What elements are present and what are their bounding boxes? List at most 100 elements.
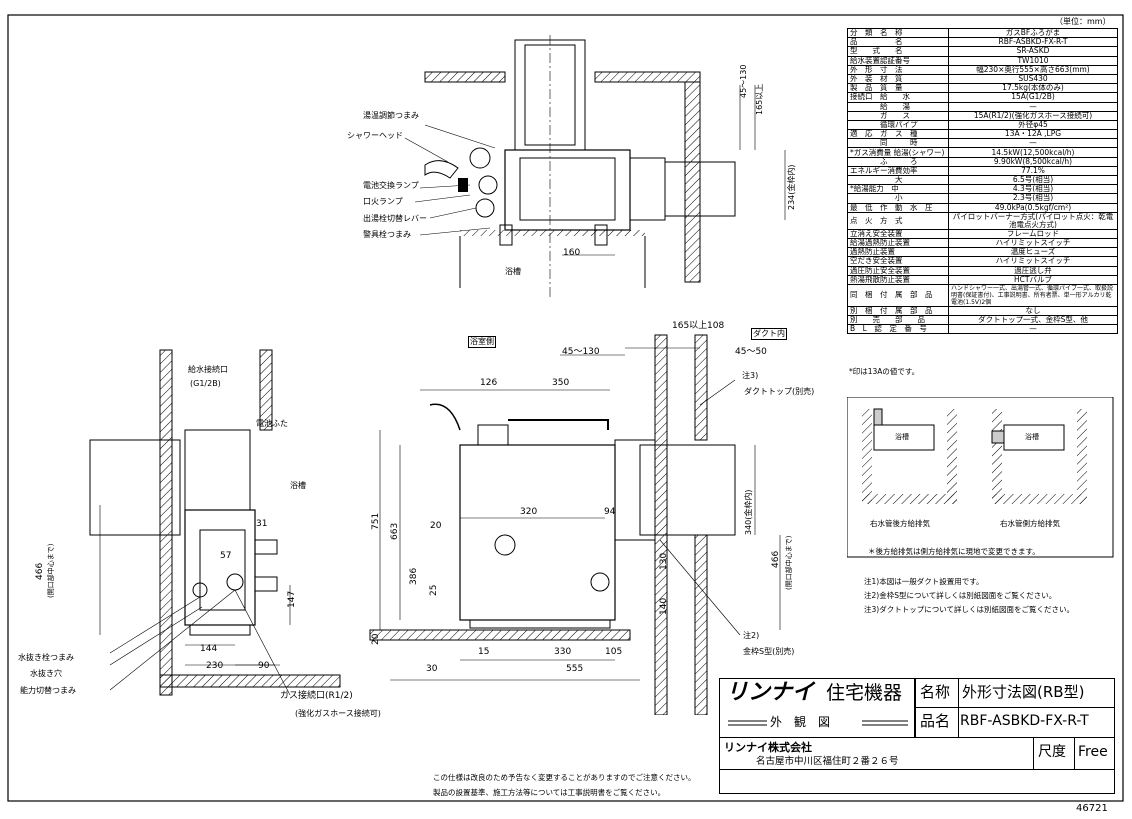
title-name-value: 外形寸法図(RB型): [962, 683, 1085, 701]
side-dim-105: 105: [605, 647, 623, 657]
vent-label-tub-left: 浴槽: [895, 433, 909, 441]
side-label-duct: ダクト内: [751, 328, 787, 340]
spec-value: SR-ASKD: [948, 46, 1118, 57]
title-view: 外 観 図: [770, 715, 831, 729]
side-dim-94: 94: [604, 507, 616, 517]
left-dim-466: 466: [35, 562, 45, 580]
title-name-label: 名称: [920, 683, 951, 701]
disclaimer-1: この仕様は改良のため予告なく変更することがありますのでご注意ください。: [433, 773, 696, 782]
vent-caption-side: 右水管側方給排気: [1000, 519, 1060, 528]
title-scale-value: Free: [1078, 744, 1108, 760]
spec-row: 立消え安全装置フレームロッド: [847, 228, 1118, 239]
spec-value: TW1010: [948, 55, 1118, 66]
spec-row: 給 湯—: [847, 101, 1118, 112]
spec-row: B L 認 定 番 号—: [847, 324, 1118, 335]
spec-row: 分 類 名 称ガスBFふろがま: [847, 27, 1118, 39]
side-dim-45-130: 45～130: [562, 347, 600, 357]
top-label-shower-head: シャワーヘッド: [347, 131, 403, 140]
spec-value: 15A(G1/2B): [948, 92, 1118, 103]
spec-key: 熱湯飛散防止装置: [847, 274, 949, 285]
side-dim-126: 126: [480, 378, 498, 388]
spec-value: ハイリミットスイッチ: [948, 256, 1118, 267]
left-dim-31: 31: [256, 519, 268, 529]
spec-row: 点 火 方 式パイロットバーナー方式(パイロット点火：乾電池電点火方式): [847, 211, 1118, 230]
title-address: 名古屋市中川区福住町２番２６号: [756, 756, 899, 767]
spec-row: 過圧防止安全装置過圧逃し弁: [847, 265, 1118, 276]
side-dim-340: 340(金枠内): [744, 489, 753, 535]
left-label-capacity-knob: 能力切替つまみ: [20, 686, 76, 695]
spec-row: 同 梱 付 属 部 品ハンドシャワー一式、出湯管一式、循環パイプ一式、取扱説明書…: [847, 283, 1118, 307]
disclaimer-2: 製品の設置基準、施工方法等については工事説明書をご覧ください。: [433, 788, 666, 797]
left-label-gas-inlet: ガス接続口(R1/2): [280, 691, 353, 701]
left-label-drain-hole: 水抜き穴: [30, 669, 62, 678]
spec-value: —: [948, 101, 1118, 112]
left-label-drain-knob: 水抜き栓つまみ: [18, 653, 74, 662]
top-dim-160: 160: [563, 248, 581, 258]
note-3: 注3)ダクトトップについて詳しくは別紙図面をご覧ください。: [864, 605, 1074, 614]
side-dim-45-50: 45～50: [735, 347, 767, 357]
spec-value: 9.90kW(8,500kcal/h): [948, 156, 1118, 167]
note-1: 注1)本図は一般ダクト設置用です。: [864, 577, 984, 586]
spec-value: 14.5kW(12,500kcal/h): [948, 147, 1118, 158]
spec-key: 同 梱 付 属 部 品: [847, 283, 949, 307]
spec-key: *ガス消費量 給湯(シャワー): [847, 147, 949, 158]
side-dim-15: 15: [478, 647, 490, 657]
spec-value: パイロットバーナー方式(パイロット点火：乾電池電点火方式): [948, 211, 1118, 230]
spec-value: 15A(R1/2)(強化ガスホース接続可): [948, 110, 1118, 121]
spec-value: 4.3号(相当): [948, 184, 1118, 195]
vent-label-tub-right: 浴槽: [1025, 433, 1039, 441]
side-dim-751: 751: [371, 512, 381, 530]
top-view-drawing: [404, 35, 786, 300]
spec-value: RBF-ASBKD-FX-R-T: [948, 37, 1118, 48]
rear-vent-diagram: [862, 408, 957, 504]
title-scale-label: 尺度: [1038, 744, 1066, 760]
unit-note: （単位：mm）: [1055, 17, 1111, 26]
side-dim-663: 663: [390, 522, 400, 540]
title-product-value: RBF-ASBKD-FX-R-T: [960, 713, 1089, 729]
side-label-bathroom: 浴室側: [468, 336, 496, 348]
spec-key: 給 湯: [847, 101, 949, 112]
side-label-frame: 金枠S型(別売): [743, 647, 795, 656]
title-brand-sub: 住宅機器: [826, 682, 903, 704]
left-label-tub: 浴槽: [290, 481, 306, 490]
side-dim-140: 140: [659, 597, 669, 615]
spec-value: 6.5号(相当): [948, 174, 1118, 186]
side-dim-20b: 20: [371, 633, 381, 645]
spec-key: 小: [847, 193, 949, 204]
left-view-drawing: [89, 349, 341, 696]
top-dim-45-130: 45～130: [739, 64, 748, 98]
spec-footnote: *印は13Aの値です。: [849, 367, 920, 376]
top-label-outlet-lever: 出湯栓切替レバー: [363, 214, 427, 223]
title-view-rules: [728, 720, 908, 726]
spec-value: 49.0kPa(0.5kgf/cm²): [948, 202, 1118, 213]
side-dim-555: 555: [566, 664, 584, 674]
spec-key: 最 低 作 動 水 圧: [847, 202, 949, 213]
top-dim-234: 234(金枠内): [787, 164, 796, 210]
side-view-drawing: [369, 334, 781, 715]
spec-value: フレームロッド: [948, 228, 1118, 239]
spec-key: 型 式 名: [847, 46, 949, 57]
left-dim-57: 57: [220, 551, 232, 561]
spec-value: —: [948, 138, 1118, 149]
top-label-battery-lamp: 電池交換ランプ: [363, 181, 419, 190]
note-2: 注2)金枠S型について詳しくは別紙図面をご覧ください。: [864, 591, 1057, 600]
spec-row: 空だき安全装置ハイリミットスイッチ: [847, 256, 1118, 267]
drawing-number: 46721: [1076, 803, 1108, 814]
left-dim-230: 230: [206, 661, 224, 671]
spec-key: 空だき安全装置: [847, 256, 949, 267]
spec-value: 77.1%: [948, 165, 1118, 177]
left-label-g12b: (G1/2B): [190, 379, 221, 388]
vent-note: ＊後方給排気は側方給排気に現地で変更できます。: [868, 547, 1040, 556]
spec-row: 同 時—: [847, 138, 1118, 149]
left-label-gas-hose: (強化ガスホース接続可): [295, 709, 381, 718]
side-dim-466: 466: [771, 550, 781, 568]
side-dim-466-note: (開口部中心まで): [785, 535, 793, 590]
side-label-note3: 注3): [742, 371, 759, 380]
